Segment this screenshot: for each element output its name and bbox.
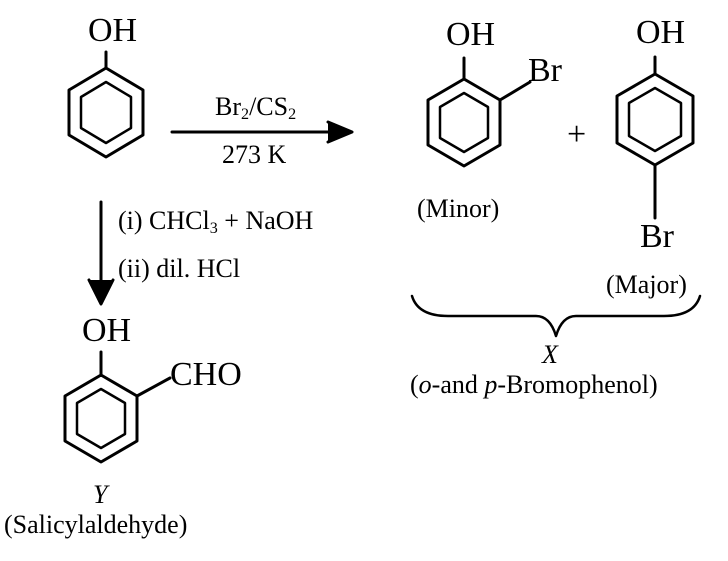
reagent-cs-subscript: 2	[288, 106, 297, 124]
reimer-tiemann-step2: (ii) dil. HCl	[118, 254, 241, 283]
step1-naoh: + NaOH	[217, 206, 314, 235]
reagent-cs: /CS	[249, 92, 289, 121]
ortho-oh-label: OH	[446, 16, 496, 53]
x-name-and: -and	[431, 370, 485, 399]
salicylaldehyde-cho-label: CHO	[170, 356, 242, 393]
product-brace	[410, 294, 702, 338]
para-major-label: (Major)	[606, 270, 687, 299]
x-name-para: p	[484, 370, 498, 399]
ortho-minor-label: (Minor)	[417, 194, 500, 223]
para-oh-label: OH	[636, 14, 686, 51]
bromination-condition: 273 K	[222, 140, 287, 169]
ortho-br-label: Br	[528, 52, 562, 89]
para-bromophenol-ring	[615, 55, 695, 220]
plus-sign: +	[567, 116, 587, 153]
reimer-tiemann-arrow	[87, 200, 115, 306]
reimer-tiemann-step1: (i) CHCl3 + NaOH	[118, 206, 314, 238]
phenol-oh-label: OH	[88, 12, 138, 49]
product-x-name: (o-and p-Bromophenol)	[410, 372, 658, 398]
bromination-arrow	[170, 120, 354, 144]
x-name-open: (	[410, 370, 419, 399]
para-br-label: Br	[640, 218, 674, 255]
x-name-suffix: -Bromophenol)	[497, 370, 658, 399]
ortho-bromophenol-ring	[426, 56, 532, 168]
product-x-letter: X	[542, 340, 558, 369]
product-y-letter: Y	[93, 480, 108, 509]
phenol-ring	[67, 50, 145, 159]
reagent-br: Br	[215, 92, 241, 121]
salicylaldehyde-oh-label: OH	[82, 312, 132, 349]
x-name-ortho: o	[418, 370, 432, 399]
step1-subscript: 3	[209, 220, 218, 238]
reagent-br-subscript: 2	[241, 106, 250, 124]
bromination-reagent: Br2/CS2	[215, 92, 297, 124]
salicylaldehyde-ring	[63, 350, 172, 464]
step1-chcl: (i) CHCl	[118, 206, 210, 235]
product-y-name: (Salicylaldehyde)	[4, 510, 188, 539]
